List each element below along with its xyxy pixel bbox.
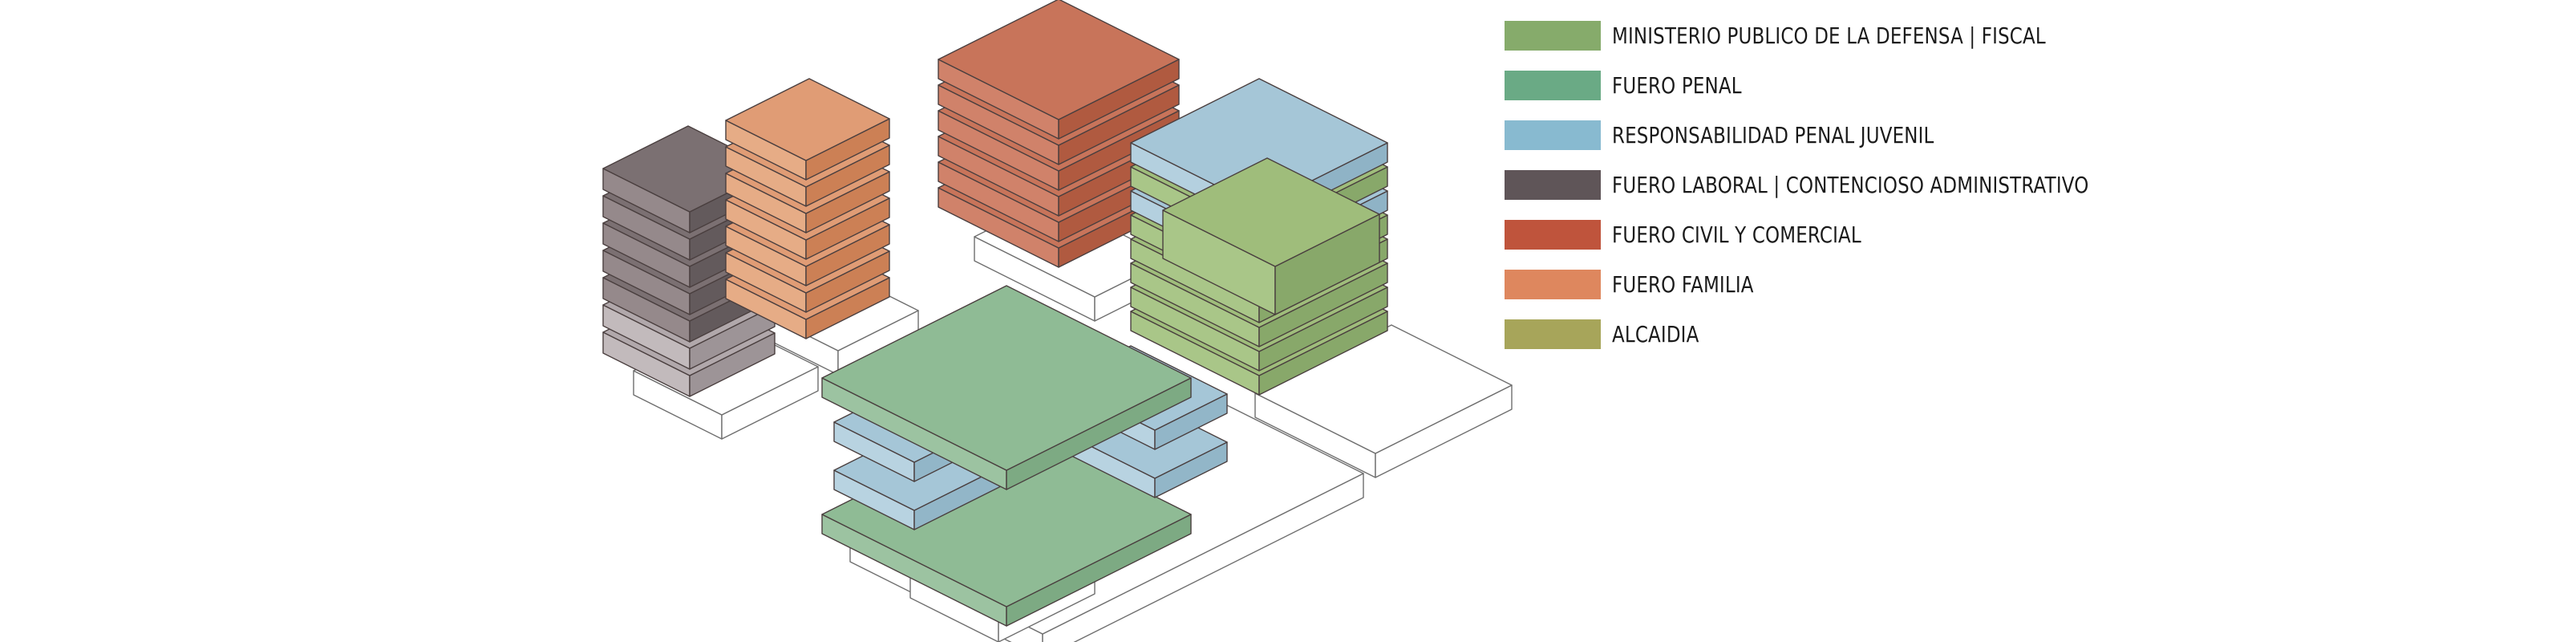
building-civil <box>938 0 1180 268</box>
legend-item-fuero-civil: FUERO CIVIL Y COMERCIAL <box>1505 218 2226 250</box>
legend: MINISTERIO PUBLICO DE LA DEFENSA | FISCA… <box>1505 19 2226 368</box>
building-familia <box>725 78 890 339</box>
building-penal <box>821 285 1228 627</box>
legend-item-alcaidia: ALCAIDIA <box>1505 318 2226 350</box>
building-mpd <box>1130 78 1388 396</box>
legend-label: FUERO PENAL <box>1612 71 1742 99</box>
legend-item-fuero-penal: FUERO PENAL <box>1505 69 2226 101</box>
legend-item-fuero-laboral: FUERO LABORAL | CONTENCIOSO ADMINISTRATI… <box>1505 169 2226 201</box>
mpd-top-volume-top-face <box>1162 157 1380 267</box>
legend-swatch <box>1505 169 1601 200</box>
legend-label: FUERO LABORAL | CONTENCIOSO ADMINISTRATI… <box>1612 171 2089 198</box>
legend-item-penal-juvenil: RESPONSABILIDAD PENAL JUVENIL <box>1505 119 2226 151</box>
legend-swatch <box>1505 20 1601 51</box>
legend-item-mpd: MINISTERIO PUBLICO DE LA DEFENSA | FISCA… <box>1505 19 2226 51</box>
familia-floor-top-face <box>725 78 890 161</box>
legend-label: FUERO FAMILIA <box>1612 270 1754 298</box>
legend-swatch <box>1505 70 1601 100</box>
legend-label: RESPONSABILIDAD PENAL JUVENIL <box>1612 121 1934 148</box>
legend-label: FUERO CIVIL Y COMERCIAL <box>1612 221 1861 248</box>
legend-swatch <box>1505 269 1601 299</box>
legend-swatch <box>1505 120 1601 150</box>
legend-swatch <box>1505 219 1601 250</box>
penal-floor-top-top-face <box>821 285 1192 471</box>
legend-label: MINISTERIO PUBLICO DE LA DEFENSA | FISCA… <box>1612 22 2046 49</box>
civil-floor-top-face <box>938 0 1180 120</box>
legend-label: ALCAIDIA <box>1612 320 1699 347</box>
legend-item-fuero-familia: FUERO FAMILIA <box>1505 268 2226 300</box>
legend-swatch <box>1505 319 1601 349</box>
